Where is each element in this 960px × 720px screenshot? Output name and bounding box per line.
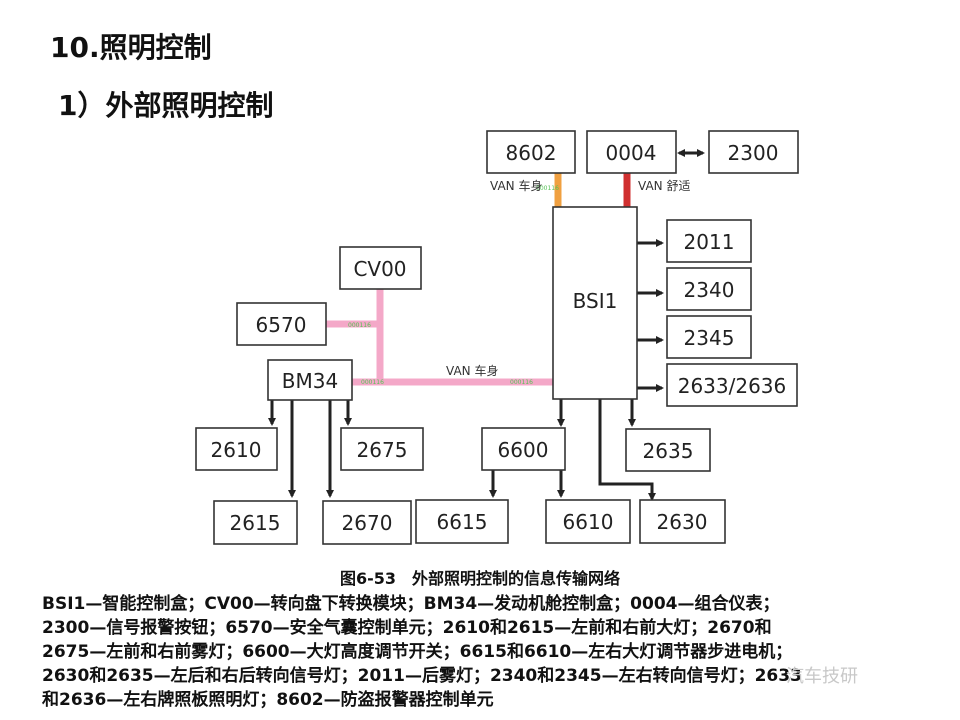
svg-text:2670: 2670 bbox=[342, 511, 393, 535]
node-8602: 8602 bbox=[486, 130, 576, 174]
legend-line: 2675—左前和右前雾灯；6600—大灯高度调节开关；6615和6610—左右大… bbox=[42, 642, 793, 662]
svg-text:6610: 6610 bbox=[563, 510, 614, 534]
node-2345: 2345 bbox=[666, 315, 752, 359]
svg-text:6615: 6615 bbox=[437, 510, 488, 534]
legend-line: 2630和2635—左后和右后转向信号灯；2011—后雾灯；2340和2345—… bbox=[42, 666, 802, 686]
bus-tag: 000116 bbox=[361, 379, 384, 386]
node-2670: 2670 bbox=[322, 500, 412, 545]
bus-tag: 000116 bbox=[510, 379, 533, 386]
svg-text:BM34: BM34 bbox=[282, 369, 338, 393]
svg-text:2345: 2345 bbox=[684, 326, 735, 350]
svg-text:8602: 8602 bbox=[506, 141, 557, 165]
node-6610: 6610 bbox=[545, 499, 631, 544]
node-2675: 2675 bbox=[340, 427, 424, 471]
bus-tag: 000116 bbox=[536, 185, 559, 192]
svg-text:BSI1: BSI1 bbox=[573, 289, 618, 313]
network-diagram: 000116 000116 000116 000116 VAN 车身 VAN 舒… bbox=[195, 130, 799, 545]
watermark: 汽车技研 bbox=[786, 666, 858, 687]
section-title: 10.照明控制 bbox=[50, 31, 212, 64]
legend-line: BSI1—智能控制盒；CV00—转向盘下转换模块；BM34—发动机舱控制盒；00… bbox=[42, 594, 780, 614]
svg-text:2675: 2675 bbox=[357, 438, 408, 462]
node-6600: 6600 bbox=[481, 427, 566, 471]
bus-label-van-body-mid: VAN 车身 bbox=[446, 363, 498, 378]
node-6615: 6615 bbox=[415, 499, 509, 544]
svg-text:2635: 2635 bbox=[643, 439, 694, 463]
node-6570: 6570 bbox=[236, 302, 327, 346]
node-2615: 2615 bbox=[213, 500, 298, 545]
subsection-title: 1）外部照明控制 bbox=[58, 89, 274, 122]
svg-text:2011: 2011 bbox=[684, 230, 735, 254]
node-bm34: BM34 bbox=[267, 359, 353, 401]
node-2630: 2630 bbox=[639, 499, 726, 544]
node-2340: 2340 bbox=[666, 267, 752, 311]
node-2635: 2635 bbox=[625, 428, 711, 472]
node-2633-2636: 2633/2636 bbox=[666, 363, 798, 407]
svg-text:6600: 6600 bbox=[498, 438, 549, 462]
bus-label-van-body-top: VAN 车身 bbox=[490, 178, 542, 193]
svg-text:2615: 2615 bbox=[230, 511, 281, 535]
svg-text:2633/2636: 2633/2636 bbox=[678, 374, 787, 398]
svg-text:0004: 0004 bbox=[606, 141, 657, 165]
arrow-bsi1-2630 bbox=[598, 399, 656, 501]
legend-line: 和2636—左右牌照板照明灯；8602—防盗报警器控制单元 bbox=[42, 690, 494, 710]
node-2300: 2300 bbox=[708, 130, 799, 174]
legend: BSI1—智能控制盒；CV00—转向盘下转换模块；BM34—发动机舱控制盒；00… bbox=[42, 592, 932, 712]
svg-text:CV00: CV00 bbox=[353, 257, 406, 281]
svg-text:2340: 2340 bbox=[684, 278, 735, 302]
figure-caption: 图6-53 外部照明控制的信息传输网络 bbox=[339, 569, 621, 588]
node-0004: 0004 bbox=[586, 130, 677, 174]
svg-text:2630: 2630 bbox=[657, 510, 708, 534]
svg-text:2610: 2610 bbox=[211, 438, 262, 462]
node-bsi1: BSI1 bbox=[552, 206, 638, 400]
bus-tag: 000116 bbox=[348, 322, 371, 329]
node-2610: 2610 bbox=[195, 427, 278, 471]
node-cv00: CV00 bbox=[339, 246, 422, 290]
svg-text:6570: 6570 bbox=[256, 313, 307, 337]
legend-line: 2300—信号报警按钮；6570—安全气囊控制单元；2610和2615—左前和右… bbox=[42, 618, 772, 638]
svg-text:2300: 2300 bbox=[728, 141, 779, 165]
bus-label-van-comfort: VAN 舒适 bbox=[638, 179, 690, 193]
node-2011: 2011 bbox=[666, 219, 752, 263]
